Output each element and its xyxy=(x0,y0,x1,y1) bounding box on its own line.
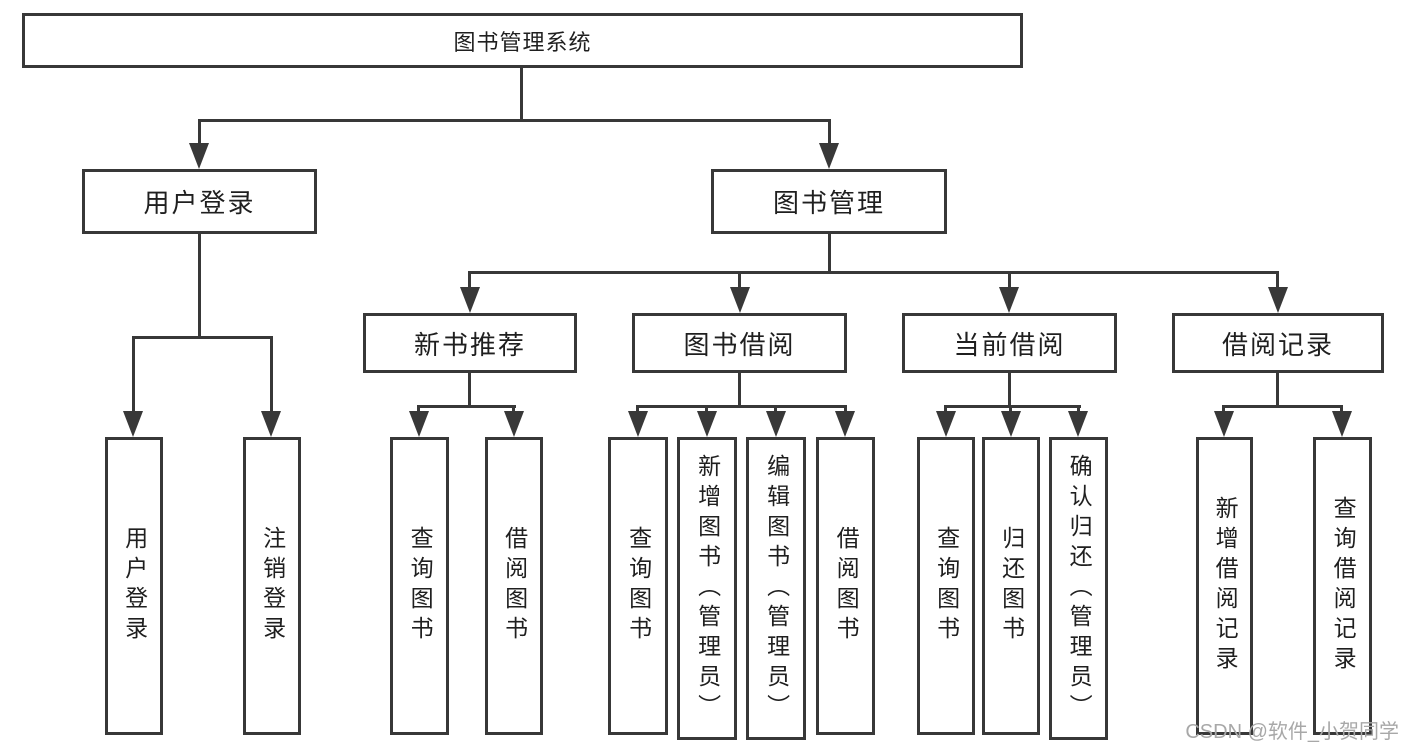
arrow-down-icon xyxy=(1001,411,1021,437)
connector-line xyxy=(828,234,831,274)
node-user-login: 用户登录 xyxy=(82,169,317,234)
connector-line xyxy=(512,405,515,415)
leaf-query-book-current: 查询图书 xyxy=(917,437,975,735)
connector-line xyxy=(468,271,1279,274)
csdn-watermark: CSDN @软件_小贺同学 xyxy=(1185,721,1399,743)
arrow-down-icon xyxy=(1068,411,1088,437)
node-book-borrow: 图书借阅 xyxy=(632,313,847,373)
leaf-label: 用户登录 xyxy=(121,526,148,646)
leaf-query-book-recommend: 查询图书 xyxy=(390,437,449,735)
arrow-down-icon xyxy=(409,411,429,437)
connector-line xyxy=(417,405,420,415)
leaf-add-book-admin: 新增图书（管理员） xyxy=(677,437,737,740)
connector-line xyxy=(198,119,201,149)
connector-line xyxy=(468,373,471,405)
arrow-down-icon xyxy=(730,287,750,313)
arrow-down-icon xyxy=(1214,411,1234,437)
connector-line xyxy=(1008,271,1011,291)
arrow-down-icon xyxy=(936,411,956,437)
leaf-edit-book-admin: 编辑图书（管理员） xyxy=(746,437,806,740)
leaf-label: 归还图书 xyxy=(998,526,1025,646)
leaf-logout: 注销登录 xyxy=(243,437,301,735)
leaf-confirm-return-admin: 确认归还（管理员） xyxy=(1049,437,1108,740)
leaf-borrow-book: 借阅图书 xyxy=(816,437,875,735)
leaf-query-borrow-record: 查询借阅记录 xyxy=(1313,437,1372,735)
connector-line xyxy=(705,405,708,415)
connector-line xyxy=(944,405,1081,408)
connector-line xyxy=(738,271,741,291)
connector-line xyxy=(198,234,201,338)
connector-line xyxy=(132,336,135,414)
arrow-down-icon xyxy=(819,143,839,169)
connector-line xyxy=(1009,405,1012,415)
connector-line xyxy=(198,119,831,122)
connector-line xyxy=(1222,405,1343,408)
node-current-borrow: 当前借阅 xyxy=(902,313,1117,373)
arrow-down-icon xyxy=(835,411,855,437)
arrow-down-icon xyxy=(261,411,281,437)
leaf-label: 查询图书 xyxy=(933,526,960,646)
arrow-down-icon xyxy=(766,411,786,437)
leaf-user-login: 用户登录 xyxy=(105,437,163,735)
leaf-label: 新增借阅记录 xyxy=(1212,496,1239,676)
node-label: 新书推荐 xyxy=(413,329,526,360)
connector-line xyxy=(944,405,947,415)
connector-line xyxy=(636,405,847,408)
node-new-book-recommend: 新书推荐 xyxy=(363,313,577,373)
leaf-label: 查询图书 xyxy=(407,526,434,646)
leaf-label: 查询借阅记录 xyxy=(1330,496,1357,676)
leaf-query-book-borrow: 查询图书 xyxy=(608,437,668,735)
connector-line xyxy=(1077,405,1080,415)
node-label: 当前借阅 xyxy=(953,329,1066,360)
node-library-management-system: 图书管理系统 xyxy=(22,13,1023,68)
node-label: 图书管理 xyxy=(772,188,885,218)
connector-line xyxy=(1340,405,1343,415)
connector-line xyxy=(132,336,273,339)
arrow-down-icon xyxy=(999,287,1019,313)
arrow-down-icon xyxy=(189,143,209,169)
leaf-return-book: 归还图书 xyxy=(982,437,1040,735)
arrow-down-icon xyxy=(460,287,480,313)
leaf-label: 注销登录 xyxy=(259,526,286,646)
connector-line xyxy=(636,405,639,415)
connector-line xyxy=(468,271,471,291)
leaf-add-borrow-record: 新增借阅记录 xyxy=(1196,437,1253,735)
arrow-down-icon xyxy=(628,411,648,437)
node-borrow-records: 借阅记录 xyxy=(1172,313,1384,373)
connector-line xyxy=(270,336,273,414)
node-label: 借阅记录 xyxy=(1221,329,1334,360)
node-label: 用户登录 xyxy=(143,188,256,218)
arrow-down-icon xyxy=(1332,411,1352,437)
leaf-label: 查询图书 xyxy=(625,526,652,646)
arrow-down-icon xyxy=(504,411,524,437)
arrow-down-icon xyxy=(697,411,717,437)
arrow-down-icon xyxy=(123,411,143,437)
connector-line xyxy=(520,67,523,119)
connector-line xyxy=(738,373,741,405)
leaf-borrow-book-recommend: 借阅图书 xyxy=(485,437,543,735)
node-book-management: 图书管理 xyxy=(711,169,947,234)
leaf-label: 借阅图书 xyxy=(501,526,528,646)
connector-line xyxy=(828,119,831,149)
connector-line xyxy=(844,405,847,415)
connector-line xyxy=(1276,271,1279,291)
arrow-down-icon xyxy=(1268,287,1288,313)
connector-line xyxy=(774,405,777,415)
connector-line xyxy=(1276,373,1279,405)
node-label: 图书借阅 xyxy=(683,329,796,360)
leaf-label: 新增图书（管理员） xyxy=(694,453,721,724)
node-label: 图书管理系统 xyxy=(453,29,592,55)
leaf-label: 确认归还（管理员） xyxy=(1066,453,1093,724)
connector-line xyxy=(1222,405,1225,415)
leaf-label: 借阅图书 xyxy=(833,526,860,646)
leaf-label: 编辑图书（管理员） xyxy=(763,453,790,724)
connector-line xyxy=(1008,373,1011,405)
connector-line xyxy=(417,405,516,408)
